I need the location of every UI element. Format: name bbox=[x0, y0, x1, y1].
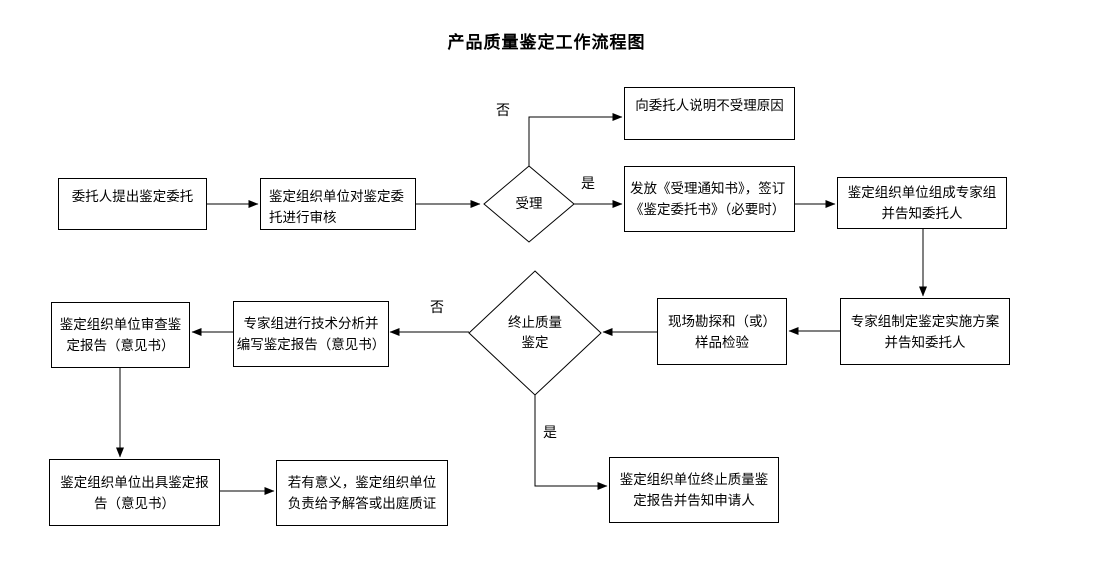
node-org-review: 鉴定组织单位对鉴定委 托进行审核 bbox=[260, 178, 416, 230]
node-issue-notice: 发放《受理通知书》，签订 《鉴定委托书》（必要时） bbox=[624, 166, 795, 232]
node-form-expert-group: 鉴定组织单位组成专家组 并告知委托人 bbox=[837, 177, 1007, 229]
edge-label-terminate-yes: 是 bbox=[543, 424, 557, 440]
decision-accept-shape bbox=[483, 165, 575, 243]
decision-terminate-label: 终止质量 鉴定 bbox=[508, 315, 562, 350]
arrow-terminate-yes bbox=[534, 395, 608, 490]
node-explain-rejection: 向委托人说明不受理原因 bbox=[624, 87, 795, 140]
arrow-accept-no bbox=[528, 113, 623, 166]
edge-label-accept-no: 否 bbox=[496, 102, 510, 118]
node-client-request: 委托人提出鉴定委托 bbox=[58, 178, 207, 230]
page-title: 产品质量鉴定工作流程图 bbox=[447, 33, 646, 52]
decision-accept-label: 受理 bbox=[515, 196, 543, 211]
edge-label-terminate-no: 否 bbox=[430, 299, 444, 315]
node-site-survey: 现场勘探和（或） 样品检验 bbox=[657, 298, 787, 365]
decision-terminate-shape bbox=[468, 270, 602, 396]
node-tech-analysis: 专家组进行技术分析并 编写鉴定报告（意见书） bbox=[233, 301, 389, 367]
node-answer-objection: 若有意义，鉴定组织单位 负责给予解答或出庭质证 bbox=[276, 460, 448, 526]
node-make-plan: 专家组制定鉴定实施方案 并告知委托人 bbox=[840, 298, 1010, 365]
node-issue-report: 鉴定组织单位出具鉴定报 告（意见书） bbox=[49, 459, 220, 526]
node-review-report: 鉴定组织单位审查鉴 定报告（意见书） bbox=[51, 302, 190, 368]
node-terminate-report: 鉴定组织单位终止质量鉴 定报告并告知申请人 bbox=[609, 457, 779, 523]
edge-label-accept-yes: 是 bbox=[581, 175, 595, 191]
